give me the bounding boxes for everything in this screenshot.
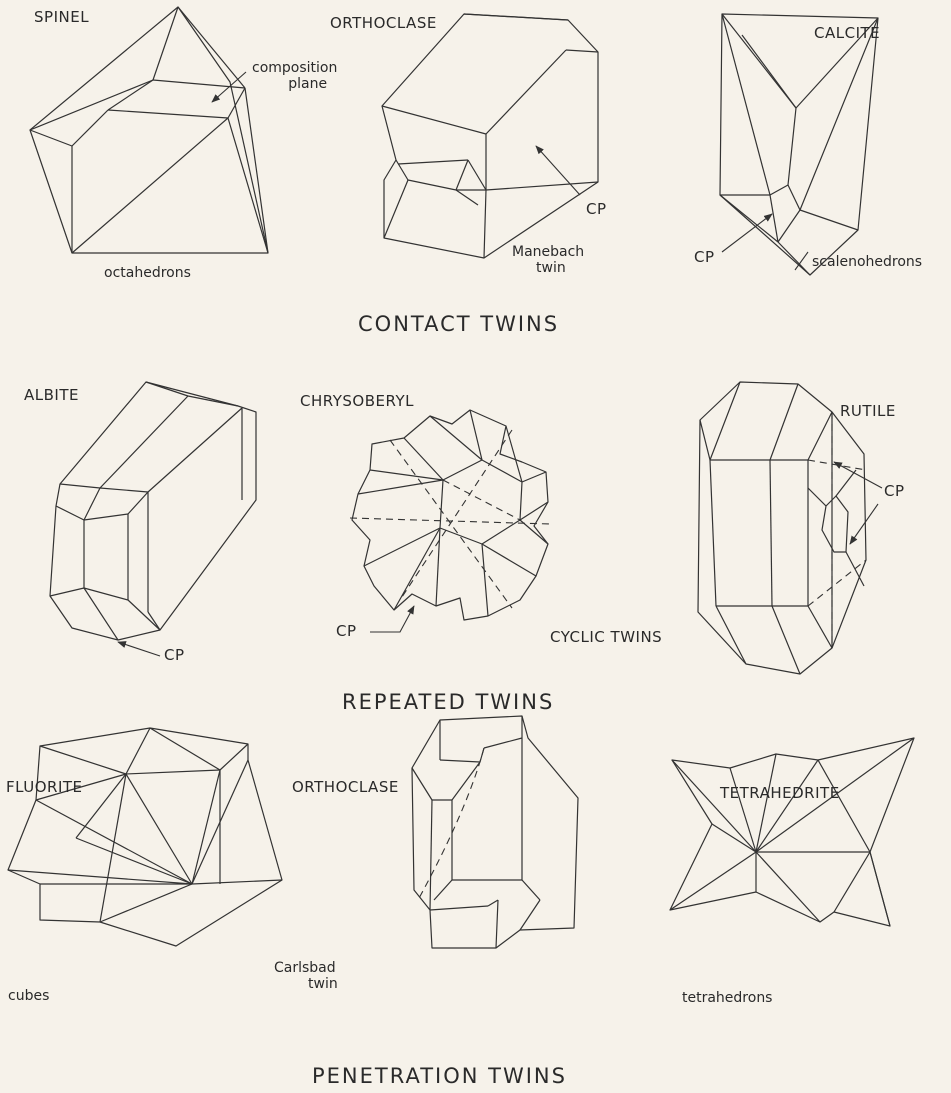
spinel-label: SPINEL: [34, 8, 89, 26]
contact-twins-heading: CONTACT TWINS: [358, 312, 559, 336]
carlsbad-twin-label: Carlsbad twin: [274, 960, 338, 992]
albite-label: ALBITE: [24, 386, 79, 404]
rutile-twin-planes: [808, 412, 866, 648]
orthoclase-label-bottom: ORTHOCLASE: [292, 778, 399, 796]
octahedrons-label: octahedrons: [104, 265, 191, 281]
carlsbad-label-line1: Carlsbad: [274, 960, 338, 976]
chrysoberyl-label: CHRYSOBERYL: [300, 392, 414, 410]
fluorite-label: FLUORITE: [6, 778, 83, 796]
orthoclase-carlsbad-crystal: [412, 716, 578, 948]
calcite-cp-label: CP: [694, 248, 715, 266]
fluorite-crystal: [8, 728, 282, 946]
repeated-twins-heading: REPEATED TWINS: [342, 690, 554, 714]
orthoclase-label-top: ORTHOCLASE: [330, 14, 437, 32]
penetration-twins-heading: PENETRATION TWINS: [312, 1064, 567, 1088]
rutile-label: RUTILE: [840, 402, 896, 420]
albite-crystal: [50, 382, 256, 640]
albite-cp-label: CP: [164, 646, 185, 664]
tetrahedrons-label: tetrahedrons: [682, 990, 772, 1006]
carlsbad-label-line2: twin: [274, 976, 338, 992]
rutile-cp-label: CP: [884, 482, 905, 500]
orthoclase-manebach-crystal: [382, 14, 598, 258]
composition-plane-label: composition plane: [252, 60, 337, 92]
manebach-label-line1: Manebach: [512, 244, 584, 260]
chrysoberyl-cp-label: CP: [336, 622, 357, 640]
scalenohedrons-label: scalenohedrons: [812, 254, 922, 270]
manebach-label-line2: twin: [512, 260, 584, 276]
composition-plane-label-line1: composition: [252, 60, 337, 76]
cyclic-twins-label: CYCLIC TWINS: [550, 628, 662, 646]
manebach-twin-label: Manebach twin: [512, 244, 584, 276]
tetrahedrite-label: TETRAHEDRITE: [720, 784, 840, 802]
spinel-crystal: [30, 7, 268, 253]
cubes-label: cubes: [8, 988, 49, 1004]
tetrahedrite-crystal: [670, 738, 914, 926]
chrysoberyl-crystal: [352, 410, 548, 620]
calcite-label: CALCITE: [814, 24, 880, 42]
rutile-crystal: [698, 382, 866, 674]
composition-plane-label-line2: plane: [252, 76, 337, 92]
orthoclase-cp-label: CP: [586, 200, 607, 218]
